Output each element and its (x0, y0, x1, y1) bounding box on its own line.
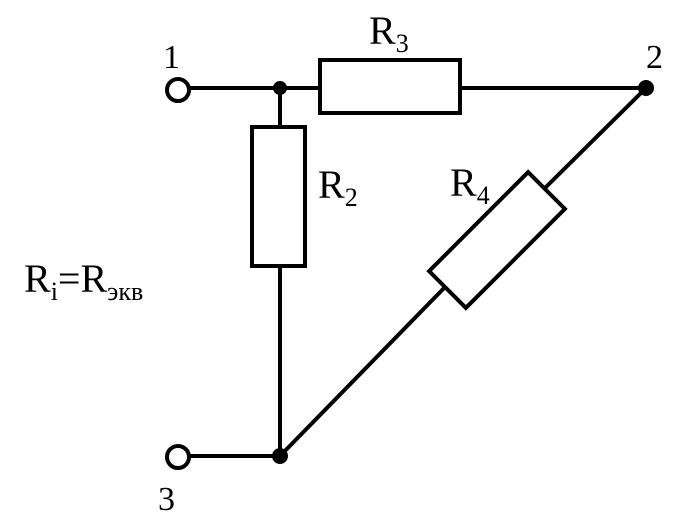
wire-node2-to-r4 (543, 86, 648, 190)
r3-label-base: R (369, 8, 396, 53)
r2-label-sub: 2 (345, 183, 358, 212)
terminal-1-circle (165, 77, 191, 103)
r2-label-base: R (318, 162, 345, 207)
node-2-label: 2 (646, 39, 663, 76)
equation-rhs-base: R (80, 256, 107, 301)
r4-label-sub: 4 (477, 181, 490, 210)
equation-lhs-base: R (24, 256, 51, 301)
terminal-3-circle (165, 444, 191, 470)
node-2-dot (638, 80, 654, 96)
equation-lhs-sub: i (51, 277, 58, 306)
r4-label-base: R (450, 160, 477, 205)
equation-equals: = (58, 256, 81, 301)
equation-rhs-sub: экв (107, 277, 143, 306)
resistor-r2-body (250, 125, 307, 268)
resistor-r4-body (426, 169, 568, 311)
node-1-label: 1 (163, 39, 180, 76)
junction-bottom (272, 448, 288, 464)
r3-label: R3 (369, 8, 409, 58)
resistor-r3-body (318, 58, 462, 115)
node-3-label: 3 (158, 481, 175, 515)
r3-label-sub: 3 (396, 29, 409, 58)
wires (190, 86, 648, 458)
junction-top (273, 81, 287, 95)
equivalent-resistance-equation: Ri=Rэкв (24, 256, 143, 306)
r2-label: R2 (318, 162, 358, 212)
wire-r4-to-bottom-junction (278, 282, 450, 458)
r4-label: R4 (450, 160, 490, 210)
